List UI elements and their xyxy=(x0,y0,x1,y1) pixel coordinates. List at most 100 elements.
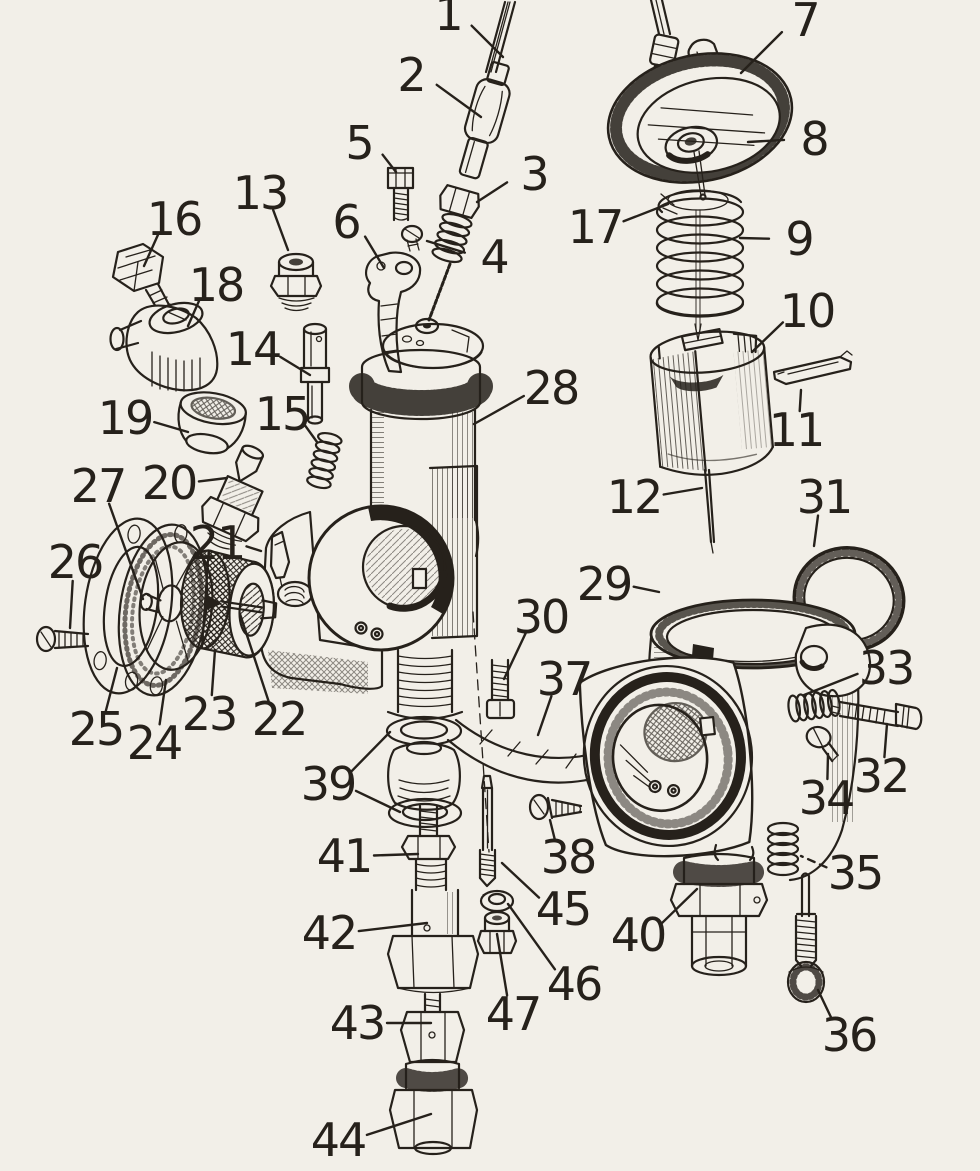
part-42-jet-holder xyxy=(386,857,480,994)
part-number: 13 xyxy=(233,166,288,220)
part-number: 42 xyxy=(302,906,357,960)
part-number: 39 xyxy=(301,757,356,811)
part-number: 37 xyxy=(537,652,592,706)
assembly-centreline xyxy=(472,611,490,853)
leader-line xyxy=(739,30,784,75)
part-38-bowl-screw xyxy=(528,793,583,821)
part-number: 9 xyxy=(785,212,812,266)
leader-line xyxy=(738,236,771,240)
leader-line xyxy=(372,852,420,857)
part-callout-31: 31 xyxy=(797,470,853,548)
part-9-throttle-spring xyxy=(655,197,745,341)
part-35-pilot-spring xyxy=(766,821,800,877)
part-callout-33: 33 xyxy=(802,641,915,697)
part-number: 40 xyxy=(611,908,666,962)
part-callout-14: 14 xyxy=(226,322,312,377)
leader-line xyxy=(186,299,201,328)
leader-line xyxy=(750,321,785,354)
part-14-needle-jet xyxy=(299,322,331,425)
part-47-jet-nut xyxy=(476,910,518,955)
part-callout-36: 36 xyxy=(816,988,878,1062)
part-39-washers-and-banjo xyxy=(385,715,463,829)
part-2-cable-adjuster xyxy=(458,61,511,180)
part-11-needle-clip xyxy=(772,350,853,386)
part-number: 41 xyxy=(317,829,372,883)
leader-line xyxy=(506,902,557,971)
leader-line xyxy=(746,138,786,144)
leader-line xyxy=(435,83,483,119)
part-36-air-screw xyxy=(786,872,826,1004)
part-number: 3 xyxy=(520,147,547,201)
part-22-23-air-valve xyxy=(179,549,278,659)
leader-line xyxy=(349,730,392,773)
part-number: 47 xyxy=(486,987,541,1041)
part-callout-22: 22 xyxy=(238,612,308,746)
part-callout-12: 12 xyxy=(607,470,704,524)
part-number: 45 xyxy=(536,882,591,936)
part-callout-41: 41 xyxy=(317,829,420,883)
part-callout-20: 20 xyxy=(142,456,229,510)
leader-line xyxy=(495,932,509,997)
part-number: 1 xyxy=(434,0,461,41)
part-callout-21: 21 xyxy=(190,516,263,570)
artwork xyxy=(35,0,923,1156)
leader-line xyxy=(799,854,828,869)
part-number: 4 xyxy=(480,230,507,284)
leader-line xyxy=(363,235,386,270)
leader-line xyxy=(812,514,820,548)
part-44-union-nut xyxy=(388,1058,479,1156)
part-callout-32: 32 xyxy=(854,722,910,803)
part-number: 28 xyxy=(524,361,579,415)
part-number: 34 xyxy=(799,771,854,825)
part-number: 16 xyxy=(147,192,202,246)
leader-line xyxy=(660,887,699,925)
part-number: 38 xyxy=(541,830,596,884)
part-number: 14 xyxy=(226,322,281,376)
part-callout-39: 39 xyxy=(301,730,402,814)
leader-line xyxy=(470,24,505,59)
part-callout-47: 47 xyxy=(486,932,542,1041)
part-callout-37: 37 xyxy=(537,652,593,737)
part-26-screw xyxy=(35,625,90,653)
leader-line xyxy=(68,579,74,630)
part-callout-23: 23 xyxy=(182,648,238,741)
part-number: 21 xyxy=(190,516,245,570)
part-callout-16: 16 xyxy=(142,192,203,268)
part-20-needle-valve xyxy=(201,444,265,550)
part-callout-43: 43 xyxy=(330,996,433,1050)
leader-line xyxy=(104,666,119,713)
part-number: 33 xyxy=(859,641,914,695)
part-6-cable-bracket xyxy=(365,251,422,374)
part-callout-9: 9 xyxy=(738,212,815,266)
part-callout-26: 26 xyxy=(48,535,104,630)
leader-line xyxy=(354,789,402,814)
leader-line xyxy=(826,752,830,781)
leader-line xyxy=(622,202,670,223)
part-callout-11: 11 xyxy=(769,388,825,457)
part-number: 6 xyxy=(332,195,359,249)
part-number: 30 xyxy=(514,590,569,644)
leader-line xyxy=(272,208,290,252)
part-number: 2 xyxy=(397,48,424,102)
part-43-union xyxy=(399,992,466,1064)
part-callout-29: 29 xyxy=(577,557,661,611)
part-8-chamber-cap xyxy=(606,52,794,184)
leader-line xyxy=(142,233,160,268)
part-13-jet-nipple xyxy=(269,252,323,312)
part-callout-30: 30 xyxy=(502,590,570,681)
part-callout-4: 4 xyxy=(425,230,510,284)
part-number: 17 xyxy=(568,200,623,254)
leader-line xyxy=(883,722,889,759)
leader-line xyxy=(197,476,229,483)
part-21-needle xyxy=(269,530,291,588)
part-18-banjo xyxy=(109,301,219,392)
leader-line xyxy=(365,1112,433,1137)
leader-line xyxy=(632,585,661,594)
part-callout-45: 45 xyxy=(500,861,592,936)
part-4-anchor-screw xyxy=(400,224,424,252)
leader-line xyxy=(798,388,803,413)
leader-line xyxy=(107,502,145,601)
part-callout-7: 7 xyxy=(739,0,821,75)
part-number: 36 xyxy=(822,1008,877,1062)
